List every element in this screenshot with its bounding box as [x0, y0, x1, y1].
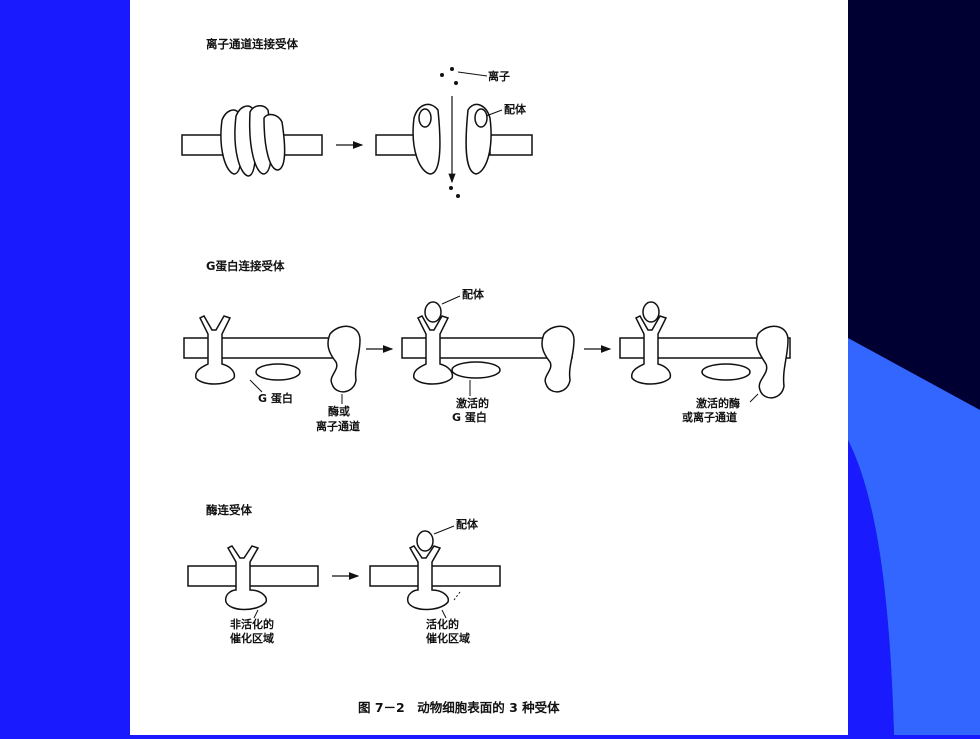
ion-pointer-line	[457, 71, 488, 77]
receptor	[631, 315, 672, 385]
active-label-line2: 催化区域	[426, 631, 470, 645]
receptor	[195, 315, 236, 385]
section-g-protein: G蛋白连接受体 G 蛋白 酶或 离子通道 配体 激活的 G 蛋白	[183, 259, 791, 433]
inactive-label-line2: 催化区域	[230, 631, 274, 645]
inactive-domain-pointer	[253, 609, 259, 619]
membrane	[619, 337, 791, 359]
slide-left-band	[0, 0, 130, 735]
membrane-segment	[375, 134, 417, 156]
enzyme-label-line2: 离子通道	[316, 419, 360, 433]
ion-channel-open	[375, 96, 533, 184]
g-protein-title: G蛋白连接受体	[206, 259, 285, 273]
active-label-line1: 活化的	[426, 617, 459, 631]
active-domain-pointer	[441, 609, 447, 619]
membrane	[187, 565, 319, 587]
g-protein-state-activated	[619, 301, 791, 399]
figure-caption: 图 7－2 动物细胞表面的 3 种受体	[358, 700, 560, 715]
ligand-pointer-line	[485, 109, 503, 117]
section-enzyme-linked: 酶连受体 非活化的 催化区域 配体 活化的 催化区域	[187, 503, 501, 645]
activation-spark	[453, 591, 461, 601]
enzyme-receptor-inactive	[187, 545, 319, 611]
section-ion-channel: 离子通道连接受体 离子	[181, 37, 533, 198]
receptor	[413, 315, 454, 385]
activated-enzyme-label-line1: 激活的酶	[696, 396, 740, 410]
g-protein-label: G 蛋白	[258, 391, 293, 405]
g-protein	[701, 363, 751, 381]
receptor	[224, 545, 268, 611]
ligand-label-1: 配体	[504, 102, 527, 116]
slide-right-panel	[848, 0, 980, 735]
membrane	[369, 565, 501, 587]
inactive-label-line1: 非活化的	[230, 617, 274, 631]
receptor-diagram: 离子通道连接受体 离子	[181, 37, 791, 715]
membrane-segment	[489, 134, 533, 156]
g-protein-pointer	[249, 379, 263, 393]
ion-particles	[440, 67, 460, 198]
ligand-label-3: 配体	[456, 517, 479, 531]
activated-g-label-line2: G 蛋白	[452, 410, 487, 424]
ligand	[642, 301, 660, 323]
panel-light-blue-wedge	[848, 338, 980, 735]
effector-enzyme	[541, 325, 575, 393]
g-protein-state-inactive	[183, 315, 361, 393]
activated-enzyme-label-line2: 或离子通道	[682, 410, 737, 424]
ligand-pointer-2	[441, 295, 461, 305]
receptor	[406, 545, 450, 611]
activated-g-label-line1: 激活的	[456, 396, 489, 410]
ligand	[416, 530, 434, 552]
enzyme-receptor-active	[369, 530, 501, 611]
g-protein	[255, 363, 301, 381]
enzyme-label-line1: 酶或	[328, 404, 350, 418]
right-panel-graphic	[848, 0, 980, 735]
membrane-segment	[181, 134, 227, 156]
ligand-right	[474, 108, 488, 128]
enzyme-linked-title: 酶连受体	[206, 503, 252, 517]
activated-enzyme-pointer	[749, 393, 759, 403]
ligand-label-2: 配体	[462, 287, 485, 301]
receptor-figure: 离子通道连接受体 离子	[130, 0, 848, 735]
ligand	[424, 301, 442, 323]
ligand-left	[418, 108, 432, 128]
ion-channel-title: 离子通道连接受体	[206, 37, 298, 51]
activated-enzyme	[755, 325, 789, 399]
ligand-pointer-3	[433, 525, 455, 535]
ion-label: 离子	[488, 69, 510, 83]
ion-channel-closed	[181, 105, 323, 177]
effector-enzyme	[327, 325, 361, 393]
g-protein-state-bound	[401, 301, 575, 393]
activated-g-protein	[451, 361, 501, 379]
channel-subunit	[263, 113, 286, 171]
